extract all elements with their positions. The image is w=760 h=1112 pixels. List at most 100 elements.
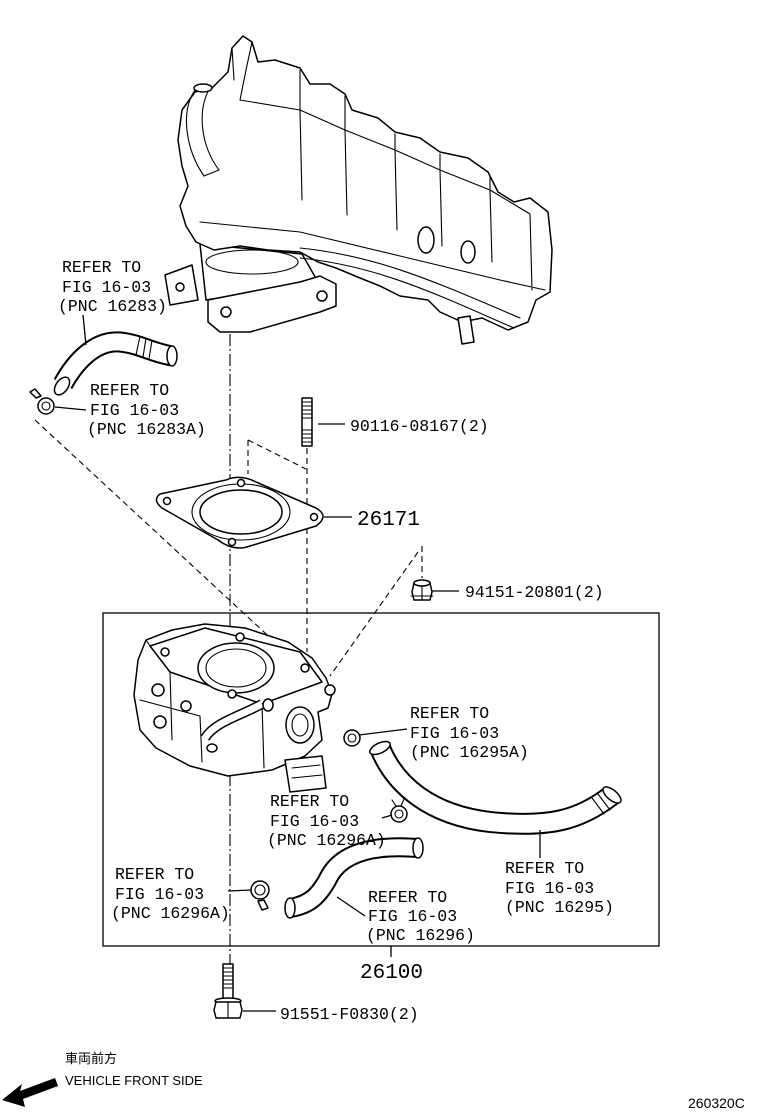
clamp-16296a-upper-ring [390,805,408,823]
intake-manifold [164,35,553,345]
clamp-16295a-inner [347,733,357,743]
throttle-actuator [285,706,315,744]
callout-line-2: FIG 16-03 [115,885,204,904]
callout-ref-pnc-16296a-lower: REFER TO FIG 16-03 (PNC 16296A) [111,865,230,923]
throttle-face-hole-2 [235,632,245,642]
bolt-part-number: 91551-F0830(2) [280,1005,419,1024]
throttle-nipple-lower [206,743,218,753]
manifold-flange-hole-left [220,306,232,318]
callout-line-2: FIG 16-03 [368,907,457,926]
manifold-outline [177,35,553,331]
manifold-outlet-stub [457,315,475,345]
hose-16296-fill [288,839,419,916]
gasket-hole-right [309,512,319,522]
callout-line-3: (PNC 16283) [58,297,167,316]
hose-16283-ribs [135,335,153,360]
clamp-hose-dashed-line [34,419,279,646]
throttle-face-hole-3 [300,663,310,673]
callout-ref-pnc-16295a: REFER TO FIG 16-03 (PNC 16295A) [410,704,529,762]
throttle-bore-inner [205,648,267,688]
callout-line-3: (PNC 16295) [505,898,614,917]
bolt-threads [222,967,234,989]
callout-line-1: REFER TO [270,792,349,811]
throttle-face-hole-4 [227,689,237,699]
bolt-shank [222,963,234,1001]
manifold-boss-2 [460,240,476,264]
clamp-16283a-tab [29,388,42,399]
callout-line-1: REFER TO [115,865,194,884]
callout-line-1: REFER TO [505,859,584,878]
clamp-16295a [343,729,361,747]
callout-line-1: REFER TO [62,258,141,277]
leader-lines [54,314,541,1012]
manifold-ridges [199,41,546,291]
hose-16296-end-right [412,837,424,859]
callout-line-3: (PNC 16283A) [87,420,206,439]
throttle-body-part-number: 26100 [360,962,423,985]
throttle-bore-outer [197,642,275,694]
hose-16295 [369,740,622,835]
clamp-16296a-lower-tab [257,899,269,911]
clamp-16296a-lower-inner [254,884,266,896]
bolt-91551 [213,963,243,1019]
callout-line-3: (PNC 16296A) [111,904,230,923]
manifold-flange [207,275,337,333]
manifold-flange-hole-right [316,290,328,302]
callout-ref-pnc-16295: REFER TO FIG 16-03 (PNC 16295) [505,859,614,917]
hose-16295-fill [371,744,618,833]
callout-ref-pnc-16283: REFER TO FIG 16-03 (PNC 16283) [58,258,167,316]
callout-ref-pnc-16296: REFER TO FIG 16-03 (PNC 16296) [366,888,475,945]
callout-line-1: REFER TO [90,381,169,400]
callout-line-3: (PNC 16295A) [410,743,529,762]
callout-ref-pnc-16296a-upper: REFER TO FIG 16-03 (PNC 16296A) [267,792,386,850]
clamp-16296a-lower-ring [250,880,270,900]
throttle-actuator-inner [291,713,309,737]
clamp-16296a-upper-inner [394,809,404,819]
throttle-pipe-fill [202,700,264,741]
clamp-16295a-ring [343,729,361,747]
callout-line-1: REFER TO [410,704,489,723]
clamp-16296a-lower [250,880,270,911]
leader-16283a [54,406,87,411]
throttle-body-side-lines [139,639,265,769]
clamp-16296a-upper [390,798,408,823]
clamp-16283a [29,388,55,415]
manifold-throat-opening [205,249,299,275]
gasket-opening [199,489,283,535]
throttle-stud-tab [324,684,336,696]
gasket-26171 [155,476,324,549]
throttle-boss-1 [151,683,165,697]
callout-line-2: FIG 16-03 [410,724,499,743]
throttle-face-hole-1 [160,647,170,657]
hose-16295-end-right [602,786,622,804]
callout-line-2: FIG 16-03 [270,812,359,831]
stud-90116 [301,397,313,447]
leader-16295a [358,728,408,736]
callout-ref-pnc-16283a: REFER TO FIG 16-03 (PNC 16283A) [87,381,206,439]
leader-16296 [336,896,366,917]
throttle-boss-2 [153,715,167,729]
throttle-boss-3 [180,700,192,712]
throttle-body-26100 [133,623,336,793]
hose-16283 [53,331,178,396]
manifold-bracket-hole [175,282,185,292]
nut-part-number: 94151-20801(2) [465,583,604,602]
throttle-sensor-ribs [291,764,323,779]
clamp-16283a-inner [41,401,51,411]
leader-16283 [82,314,87,346]
hose-16283-fill [55,333,174,389]
hose-16283-end [166,345,178,367]
throttle-body-assembly-box [102,612,660,947]
vehicle-front-arrow-icon [2,1078,58,1107]
throttle-nipple-right [262,698,274,712]
gasket-hole-top [236,478,246,488]
clamp-16296a-upper-ears [391,798,405,807]
callout-line-2: FIG 16-03 [505,879,594,898]
manifold-pipe-cap [193,83,213,93]
nut-dashed-line [329,551,419,677]
manifold-boss-1 [417,226,435,254]
gasket-hole-left [162,496,172,506]
nut-top [413,579,431,587]
callout-line-2: FIG 16-03 [90,401,179,420]
